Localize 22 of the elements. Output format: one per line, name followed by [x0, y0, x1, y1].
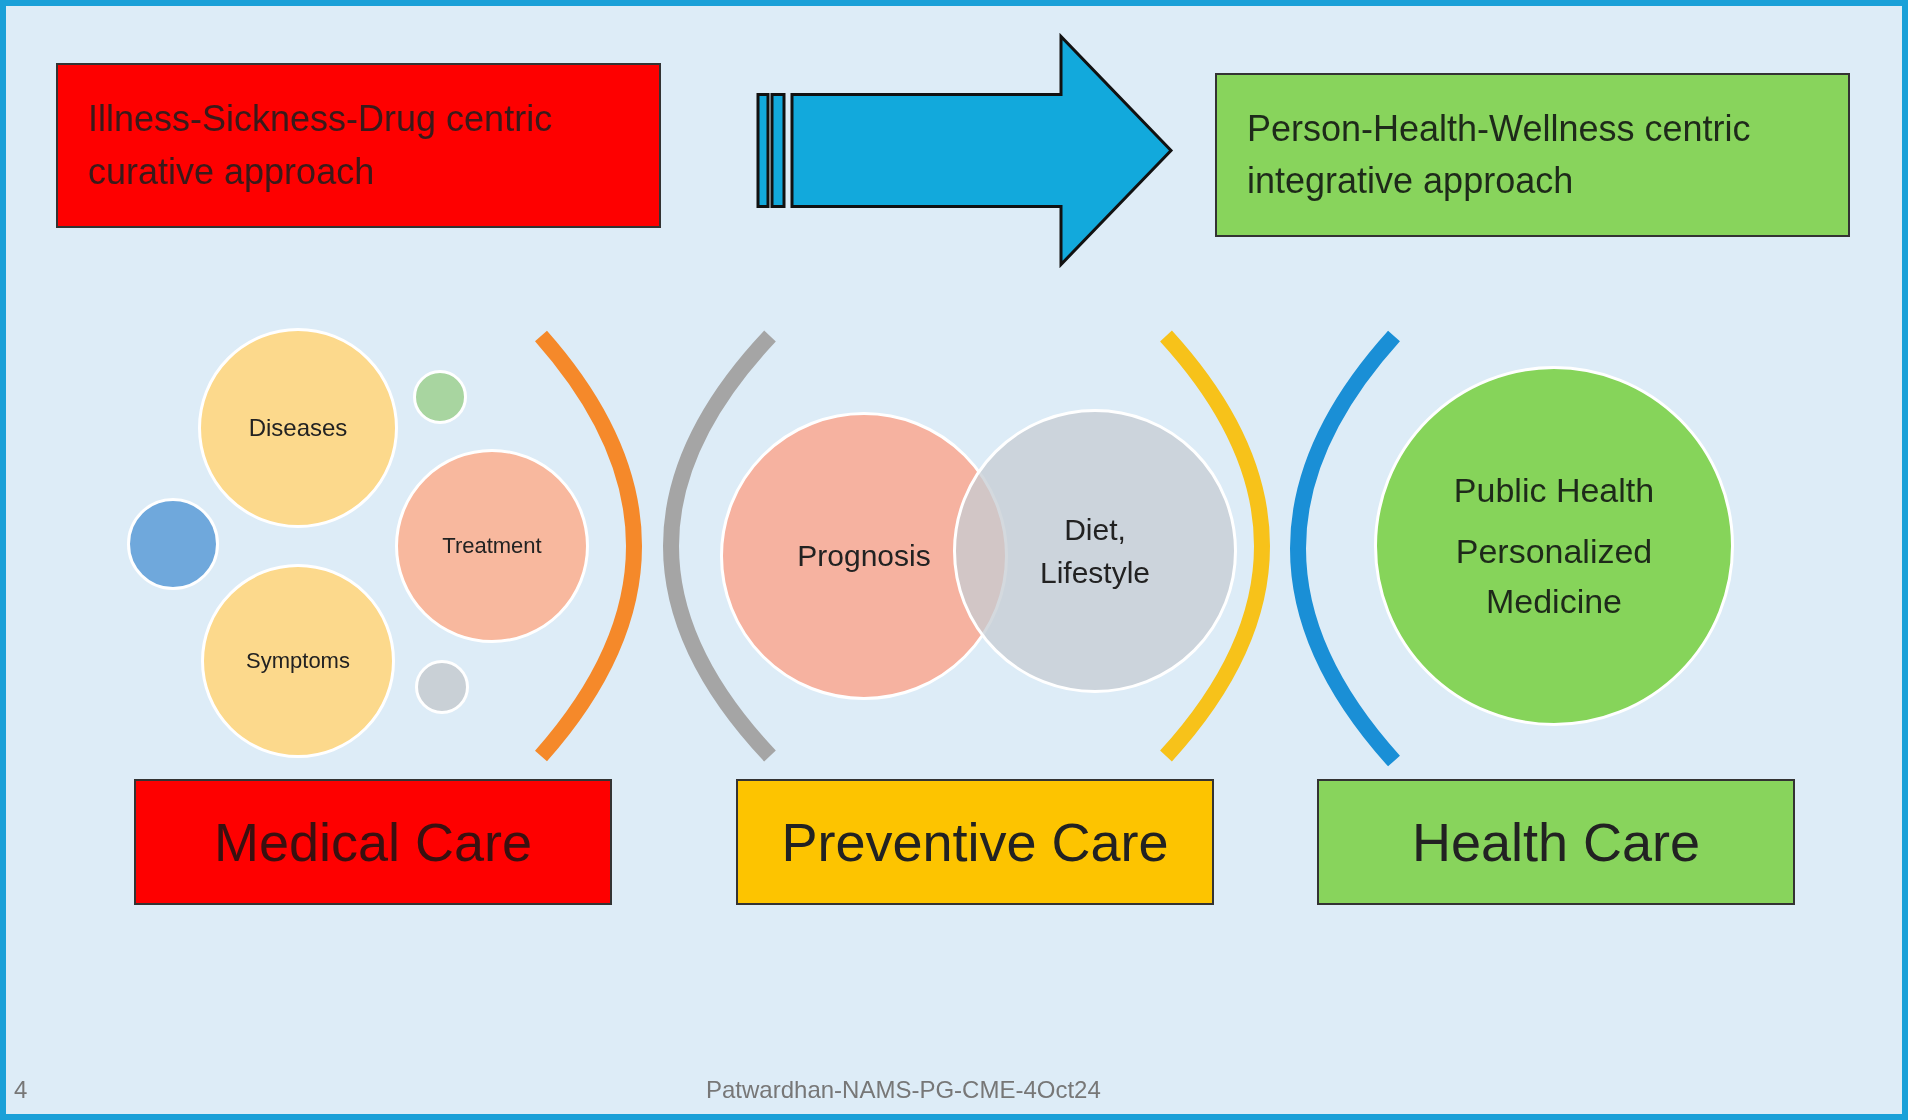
node-text: Preventive Care	[781, 810, 1169, 874]
care-box	[134, 779, 612, 905]
node-text: Personalized Medicine	[1454, 531, 1654, 622]
node-text: Prognosis	[797, 538, 931, 575]
node-text: Treatment	[442, 532, 542, 561]
node-text: Symptoms	[246, 647, 350, 676]
circle	[415, 660, 469, 714]
footer-note: Patwardhan-NAMS-PG-CME-4Oct24	[706, 1076, 1101, 1104]
node-text: Person-Health-Wellness centric integrative approach	[1247, 106, 1752, 203]
care-box	[736, 779, 1214, 905]
node-text: Illness-Sickness-Drug centric curative approach	[88, 97, 554, 194]
block-arrow	[756, 32, 1174, 269]
node-text: Health Care	[1411, 810, 1701, 874]
node-text: Diseases	[248, 412, 348, 443]
node-text: Diet, Lifestyle	[1038, 511, 1151, 591]
node-text: Public Health	[1453, 470, 1655, 512]
page-number: 4	[14, 1076, 28, 1104]
node-text: Medical Care	[213, 810, 533, 874]
circle	[413, 370, 467, 424]
approach-box	[1215, 73, 1850, 237]
approach-box	[56, 63, 661, 228]
care-box	[1317, 779, 1795, 905]
